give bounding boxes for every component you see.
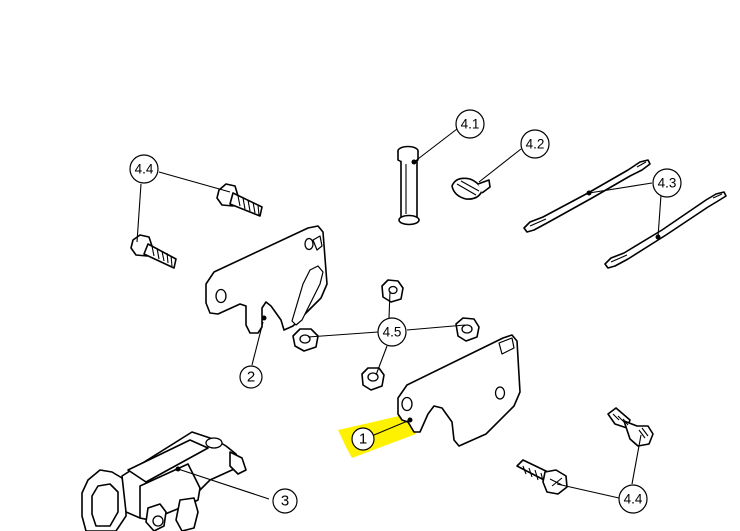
- callout-3-label: 3: [281, 493, 289, 510]
- hitch-coupler: [81, 431, 247, 531]
- callout-4-3-label: 4.3: [658, 176, 677, 191]
- callout-4-4-upper: 4.4: [129, 154, 159, 184]
- callout-4-1: 4.1: [455, 109, 485, 139]
- callout-2: 2: [239, 365, 263, 389]
- callout-4-5-label: 4.5: [383, 325, 402, 340]
- bolt-upper-left-a: [216, 183, 263, 217]
- clevis-pin: [397, 145, 420, 226]
- bolt-lower-right-a: [607, 407, 654, 447]
- spring-clip: [451, 177, 491, 200]
- callout-4-2: 4.2: [520, 129, 550, 159]
- leader-dots: [175, 159, 661, 472]
- callout-4-4-lower-label: 4.4: [624, 492, 643, 507]
- callout-4-5: 4.5: [377, 317, 407, 347]
- nut-bottom: [361, 367, 385, 391]
- strap-upper: [523, 159, 651, 233]
- callout-4-3: 4.3: [652, 168, 682, 198]
- callout-3: 3: [272, 488, 298, 514]
- callout-4-4-lower: 4.4: [618, 484, 648, 514]
- callout-1-label: 1: [359, 431, 367, 448]
- leader-lines: [136, 128, 662, 500]
- bolt-lower-right-b: [516, 459, 568, 495]
- bracket-left: [205, 225, 328, 334]
- strap-lower: [604, 191, 727, 269]
- callout-2-label: 2: [247, 369, 255, 386]
- nut-left: [292, 328, 319, 352]
- nut-right: [455, 317, 480, 342]
- callout-4-1-label: 4.1: [461, 117, 480, 132]
- callout-4-4-upper-label: 4.4: [135, 162, 154, 177]
- nut-top: [381, 279, 404, 303]
- bolt-upper-left-b: [130, 234, 177, 269]
- callout-4-2-label: 4.2: [526, 137, 545, 152]
- callout-1: 1: [351, 427, 375, 451]
- bracket-right: [397, 334, 521, 447]
